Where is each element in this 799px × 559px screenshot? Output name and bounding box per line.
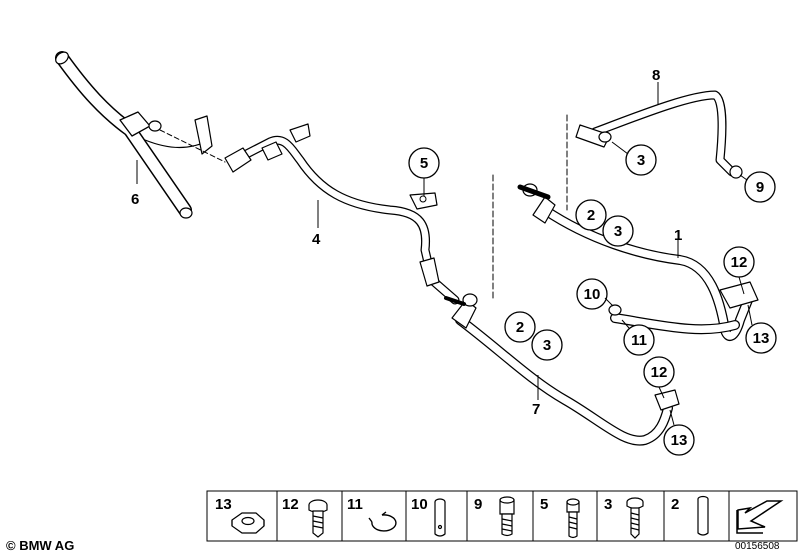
callout-circle — [663, 424, 695, 456]
line-part-7 — [444, 174, 680, 446]
torx-screw-icon — [308, 499, 328, 538]
legend-num-5: 5 — [540, 496, 548, 513]
part-label-4: 4 — [312, 231, 321, 248]
legend-num-11: 11 — [347, 496, 363, 513]
legend-num-12: 12 — [282, 496, 299, 513]
callout-circle — [745, 322, 777, 354]
callout-circle — [625, 144, 657, 176]
pin-icon — [434, 498, 446, 537]
callout-11: 11 — [631, 332, 647, 349]
callout-2: 2 — [516, 319, 524, 336]
callout-circle — [576, 278, 608, 310]
line-part-8 — [566, 90, 743, 211]
legend-num-13: 13 — [215, 496, 232, 513]
legend-num-9: 9 — [474, 496, 482, 513]
callout-13: 13 — [671, 432, 688, 449]
circlip-icon — [368, 511, 397, 532]
callout-13: 13 — [753, 330, 770, 347]
callout-circle — [504, 311, 536, 343]
copyright-text: © BMW AG — [6, 538, 75, 553]
parts-legend: 13 12 11 10 9 5 3 2 — [206, 490, 798, 542]
callout-circle — [602, 215, 634, 247]
legend-num-3: 3 — [604, 496, 612, 513]
callout-5: 5 — [420, 155, 428, 172]
callout-12: 12 — [651, 364, 668, 381]
line-part-4 — [224, 123, 460, 305]
callout-12: 12 — [731, 254, 748, 271]
callout-circle — [623, 324, 655, 356]
line-part-1 — [517, 183, 759, 341]
callout-circle — [531, 329, 563, 361]
sleeve-icon — [697, 495, 709, 536]
callout-circle — [575, 199, 607, 231]
hose-part-6 — [55, 51, 226, 219]
callout-3: 3 — [614, 223, 622, 240]
part-label-1: 1 — [674, 227, 682, 244]
allen-bolt-icon — [566, 498, 580, 539]
part-label-8: 8 — [652, 67, 660, 84]
figure-number: 00156508 — [735, 541, 780, 552]
part-label-6: 6 — [131, 191, 139, 208]
legend-num-10: 10 — [411, 496, 428, 513]
hex-nut-icon — [231, 512, 265, 534]
part-label-7: 7 — [532, 401, 540, 418]
callout-3: 3 — [637, 152, 645, 169]
phillips-screw-icon — [626, 497, 644, 539]
callout-10: 10 — [584, 286, 601, 303]
callout-3: 3 — [543, 337, 551, 354]
legend-num-2: 2 — [671, 496, 679, 513]
callout-2: 2 — [587, 207, 595, 224]
callout-9: 9 — [756, 179, 764, 196]
socket-bolt-icon — [499, 496, 515, 537]
arrow-icon — [736, 500, 784, 534]
callout-circle — [744, 171, 776, 203]
